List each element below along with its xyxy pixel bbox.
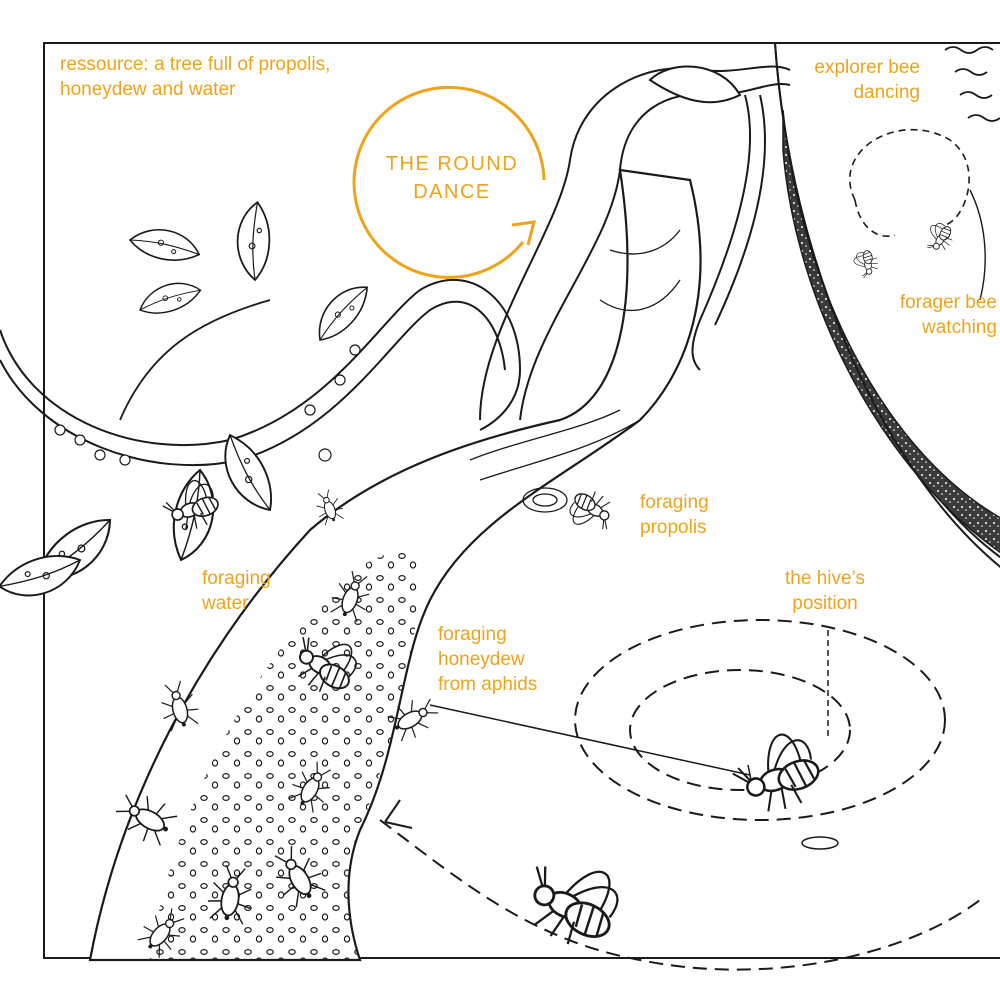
explorer-bee-label: explorer bee dancing: [814, 57, 920, 103]
resource-label: ressource: a tree full of propolis, hone…: [60, 54, 331, 100]
foraging-water-label: foraging water: [202, 568, 271, 614]
panel-frame: [43, 42, 1000, 959]
foraging-propolis-label: foraging propolis: [640, 492, 709, 538]
hive-position-label: the hive’s position: [785, 568, 865, 614]
foraging-honeydew-label: foraging honeydew from aphids: [438, 624, 538, 695]
round-dance-arrow-icon: [352, 85, 546, 279]
sun-icon: [944, 46, 1000, 122]
diagram-title: THE ROUND DANCE: [362, 150, 542, 206]
title-line-2: DANCE: [413, 181, 491, 203]
forager-watching-label: forager bee watching: [899, 292, 997, 338]
title-line-1: THE ROUND: [385, 153, 519, 175]
round-dance-path: [379, 619, 981, 971]
hive-interior: [773, 42, 1000, 568]
upper-branch: [479, 65, 791, 421]
tree-trunk: [88, 168, 702, 962]
vine-with-leaves: [0, 199, 522, 602]
